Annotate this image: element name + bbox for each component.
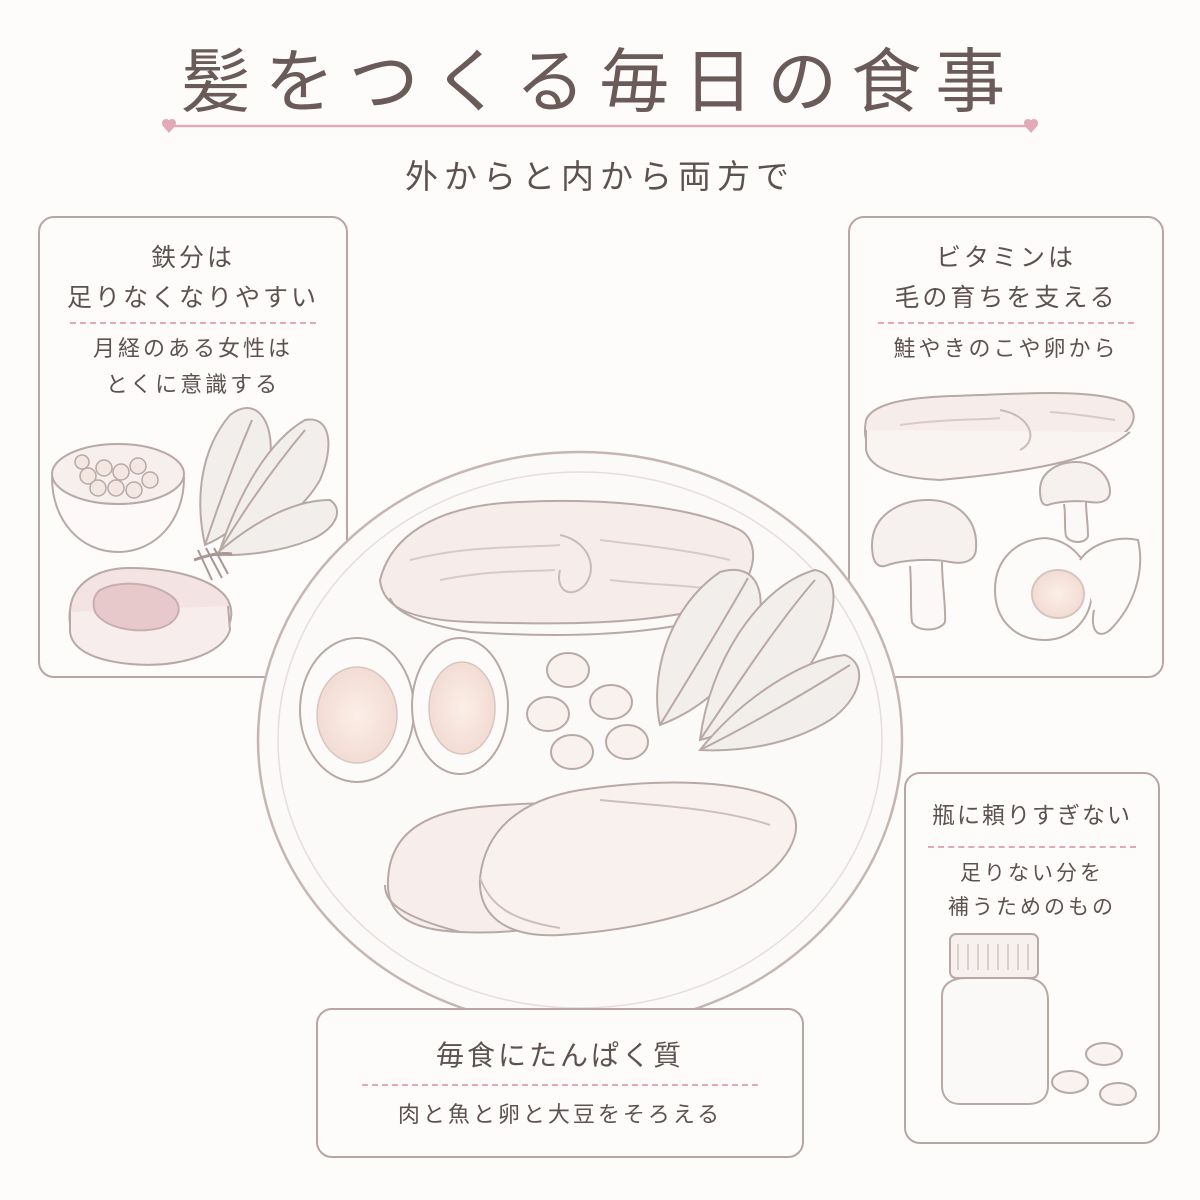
iron-body-line2: とくに意識する: [105, 373, 281, 398]
vitamin-heading-line1: ビタミンは: [935, 243, 1076, 272]
protein-panel-body: 肉と魚と卵と大豆をそろえる: [397, 1103, 723, 1128]
soybean-bowl: [50, 443, 186, 554]
vitamin-panel-divider: [878, 322, 1134, 324]
supplement-body-line2: 補うためのもの: [948, 895, 1116, 919]
supplement-panel-divider: [928, 846, 1136, 848]
plate-soybeans: [526, 652, 649, 770]
heart-icon: [1024, 119, 1038, 133]
heart-icon: [162, 119, 176, 133]
vitamin-salmon: [863, 392, 1135, 482]
protein-panel: 毎食にたんぱく質 肉と魚と卵と大豆をそろえる: [316, 1008, 804, 1158]
protein-panel-heading: 毎食にたんぱく質: [435, 1039, 684, 1072]
plate-chicken: [384, 781, 798, 937]
iron-heading-line1: 鉄分は: [150, 243, 235, 272]
title-divider: [162, 119, 1038, 133]
vitamin-body-line1: 鮭やきのこや卵から: [893, 337, 1119, 362]
iron-heading-line2: 足りなくなりやすい: [66, 283, 319, 312]
supplement-body-line1: 足りない分を: [960, 861, 1104, 885]
vitamin-panel-body: 鮭やきのこや卵から: [850, 332, 1162, 368]
iron-panel-body: 月経のある女性は とくに意識する: [40, 332, 346, 404]
iron-panel-heading: 鉄分は 足りなくなりやすい: [40, 238, 346, 318]
red-meat: [68, 566, 233, 666]
supplement-bottle: [941, 933, 1049, 1105]
mushroom: [870, 460, 1112, 631]
iron-panel-divider: [70, 322, 316, 324]
vitamin-panel-heading: ビタミンは 毛の育ちを支える: [850, 238, 1162, 318]
protein-panel-divider: [362, 1084, 758, 1086]
vitamin-boiled-egg: [993, 536, 1142, 642]
page-title: 髪をつくる毎日の食事: [180, 41, 1020, 123]
spinach-bunch: [193, 407, 339, 581]
supplement-panel-body: 足りない分を 補うためのもの: [906, 856, 1158, 924]
supplement-panel-heading: 瓶に頼りすぎない: [932, 803, 1132, 829]
vitamin-heading-line2: 毛の育ちを支える: [894, 283, 1118, 312]
plate-boiled-eggs: [299, 637, 509, 783]
tablets: [1051, 1042, 1137, 1106]
page-subtitle: 外からと内から両方で: [405, 157, 795, 196]
iron-body-line1: 月経のある女性は: [92, 337, 293, 362]
plate-spinach: [656, 568, 861, 752]
